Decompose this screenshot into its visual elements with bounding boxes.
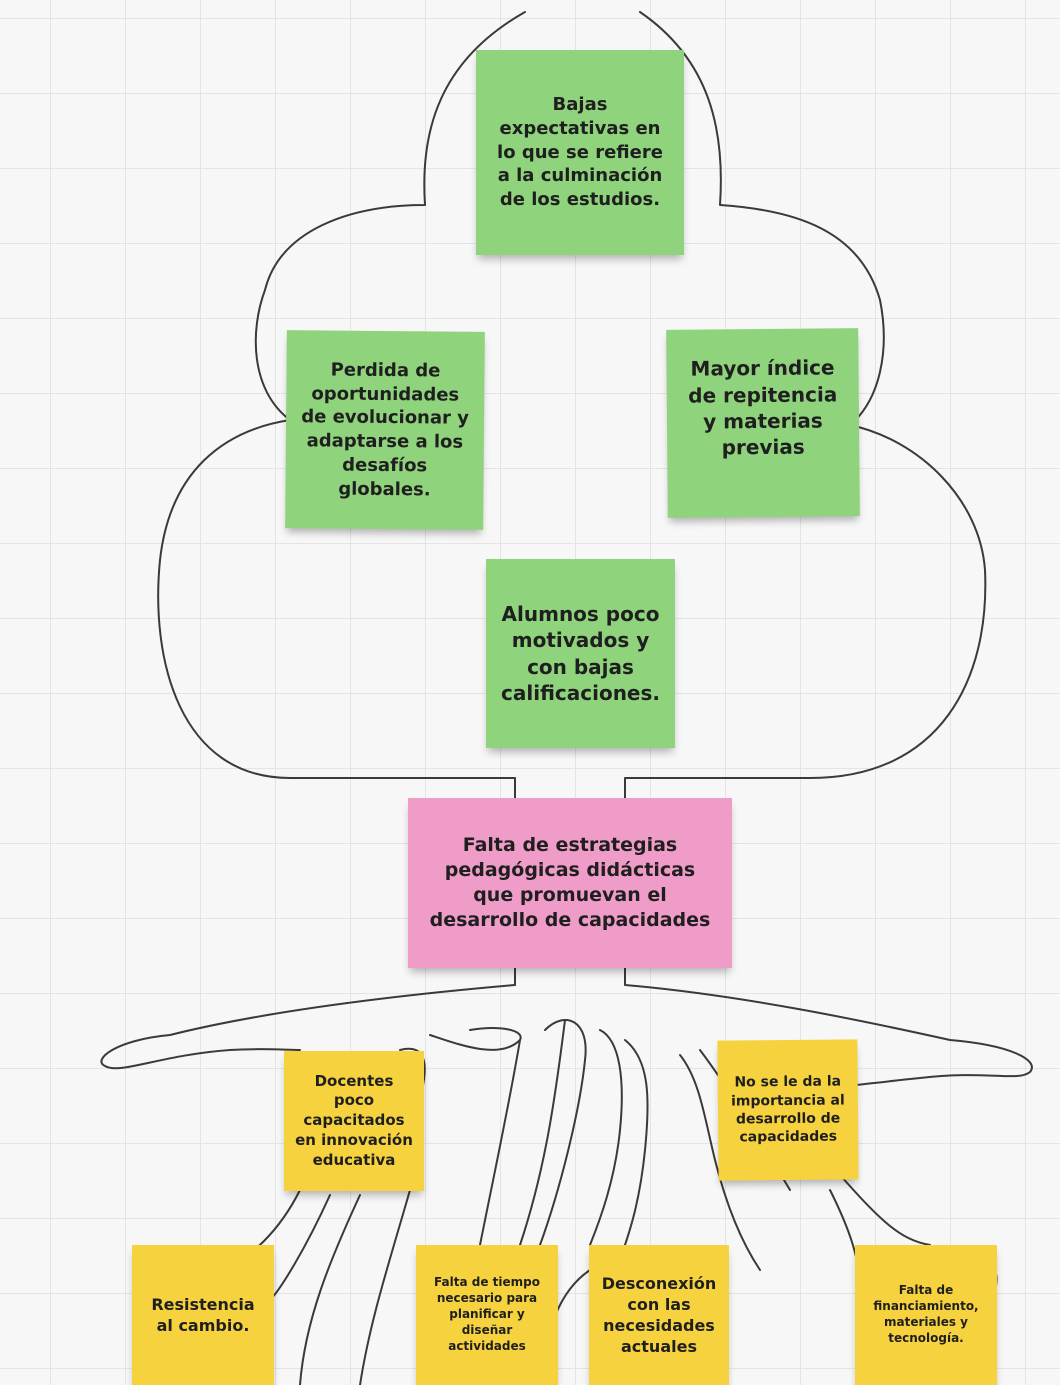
problem-note[interactable]: Falta de estrategias pedagógicas didácti…	[408, 798, 732, 968]
effect-note-alumnos[interactable]: Alumnos poco motivados y con bajas calif…	[486, 559, 675, 748]
cause-note-desconexion[interactable]: Desconexión con las necesidades actuales	[589, 1245, 729, 1385]
cause-note-tiempo[interactable]: Falta de tiempo necesario para planifica…	[416, 1245, 558, 1385]
root-outline-11	[624, 1039, 649, 1246]
effect-note-repitencia[interactable]: Mayor índice de repitencia y materias pr…	[666, 328, 860, 518]
root-outline-8	[539, 1019, 587, 1246]
root-outline-2	[269, 1194, 331, 1301]
cause-note-docentes[interactable]: Docentes poco capacitados en innovación …	[284, 1051, 424, 1191]
effect-note-text: Perdida de oportunidades de evolucionar …	[301, 359, 470, 500]
cause-note-text: Falta de tiempo necesario para planifica…	[434, 1275, 540, 1353]
root-outline-4	[359, 1189, 411, 1385]
cause-note-importancia[interactable]: No se le da la importancia al desarrollo…	[717, 1039, 859, 1181]
root-outline-3	[299, 1194, 361, 1385]
root-outline-12	[679, 1054, 761, 1271]
trunk-bottom-right-outline	[624, 967, 1033, 1086]
root-outline-9	[519, 1019, 566, 1246]
trunk-bottom-left-outline	[100, 967, 516, 1070]
root-outline-10	[589, 1029, 623, 1246]
cause-note-text: No se le da la importancia al desarrollo…	[730, 1073, 845, 1146]
cause-note-text: Desconexión con las necesidades actuales	[601, 1273, 717, 1357]
tree-canopy-outline	[157, 11, 987, 801]
cause-note-financiamiento[interactable]: Falta de financiamiento, materiales y te…	[855, 1245, 997, 1385]
root-outline-6	[429, 1027, 522, 1051]
problem-note-text: Falta de estrategias pedagógicas didácti…	[429, 833, 711, 932]
effect-note-text: Bajas expectativas en lo que se refiere …	[497, 94, 663, 211]
effect-note-expectativas[interactable]: Bajas expectativas en lo que se refiere …	[476, 50, 684, 255]
root-outline-14	[839, 1174, 931, 1246]
root-outline-7	[479, 1039, 521, 1246]
cause-note-resistencia[interactable]: Resistencia al cambio.	[132, 1245, 274, 1385]
effect-note-oportunidades[interactable]: Perdida de oportunidades de evolucionar …	[285, 330, 485, 530]
cause-note-text: Resistencia al cambio.	[151, 1294, 255, 1335]
cause-note-text: Falta de financiamiento, materiales y te…	[873, 1283, 979, 1345]
cause-note-text: Docentes poco capacitados en innovación …	[295, 1071, 413, 1169]
effect-note-text: Mayor índice de repitencia y materias pr…	[688, 355, 838, 460]
effect-note-text: Alumnos poco motivados y con bajas calif…	[501, 601, 660, 705]
